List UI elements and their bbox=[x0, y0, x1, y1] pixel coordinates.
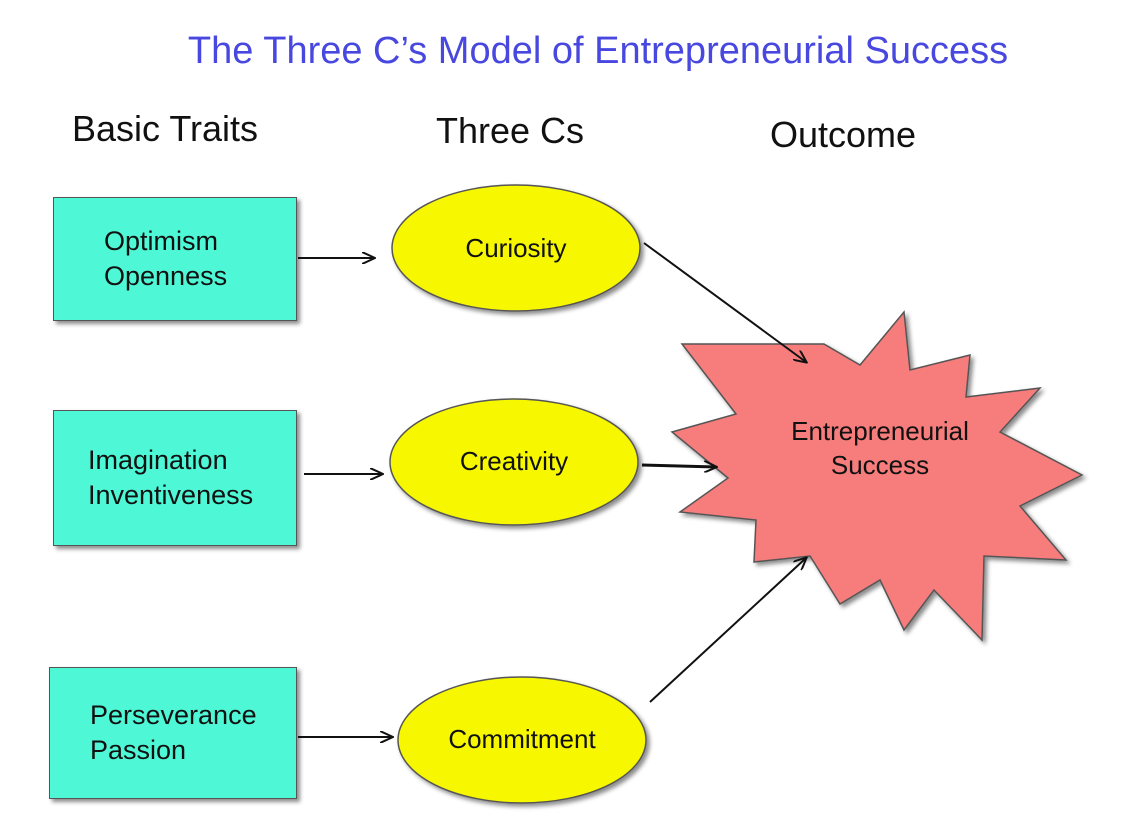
trait-label: Inventiveness bbox=[88, 480, 254, 510]
trait-box-imagination-inventiveness: Imagination Inventiveness bbox=[53, 410, 297, 546]
outcome-starburst-shape bbox=[670, 310, 1084, 642]
column-header-basic-traits: Basic Traits bbox=[72, 108, 259, 149]
c-ellipse-commitment bbox=[397, 676, 647, 804]
column-header-outcome: Outcome bbox=[770, 114, 917, 155]
trait-box-perseverance-passion: Perseverance Passion bbox=[49, 667, 297, 799]
trait-box-optimism-openness: Optimism Openness bbox=[53, 197, 297, 321]
trait-label: Passion bbox=[90, 735, 187, 765]
c-ellipse-creativity bbox=[389, 398, 639, 526]
c-label-commitment: Commitment bbox=[448, 724, 596, 754]
trait-label: Perseverance bbox=[90, 700, 257, 730]
c-label-creativity: Creativity bbox=[460, 446, 568, 476]
c-label-curiosity: Curiosity bbox=[465, 233, 566, 263]
diagram-title: The Three C’s Model of Entrepreneurial S… bbox=[187, 30, 1009, 72]
trait-label: Optimism bbox=[104, 226, 218, 256]
column-header-three-cs: Three Cs bbox=[436, 110, 585, 151]
arrow-creativity-to-outcome bbox=[641, 465, 716, 467]
outcome-label: Entrepreneurial bbox=[791, 416, 969, 446]
trait-label: Imagination bbox=[88, 445, 228, 475]
outcome-label: Success bbox=[831, 450, 929, 480]
arrow-commitment-to-outcome bbox=[649, 558, 806, 703]
trait-label: Openness bbox=[104, 261, 228, 291]
c-ellipse-curiosity bbox=[391, 184, 641, 312]
arrow-curiosity-to-outcome bbox=[643, 242, 806, 362]
